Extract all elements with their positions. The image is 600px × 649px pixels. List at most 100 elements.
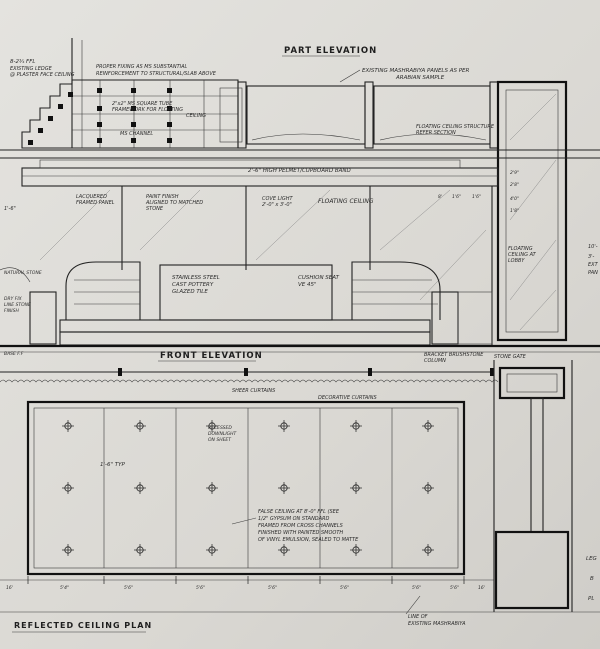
note-floating-ceiling: FLOATING CEILING: [318, 198, 374, 205]
note-line-of: LINE OF: [408, 614, 428, 620]
note-natural-stone-3: LINE STONE: [4, 302, 31, 308]
part-elevation-title: PART ELEVATION: [284, 46, 377, 56]
dim-d: 2'9": [510, 170, 519, 176]
front-elevation: 2'-6" HIGH PELMET/CUPBOARD BAND: [0, 159, 600, 364]
note-typ: 1'-6" TYP: [100, 462, 125, 468]
dim-f: 4'0": [510, 196, 519, 202]
note-bracket-column-2: COLUMN: [424, 358, 446, 364]
downlight-icon: [350, 482, 362, 494]
dimension-label: 5'6": [450, 585, 459, 591]
reflected-ceiling-plan: SHEER CURTAINS DECORATIVE CURTAINS 1'-6"…: [0, 360, 600, 633]
note-false-ceiling-5: OF VINYL EMULSION, SEALED TO MATTE: [258, 537, 359, 543]
note-ms-tube-3: CEILING: [186, 113, 206, 119]
downlight-icon: [422, 482, 434, 494]
note-ms-channel: MS CHANNEL: [120, 131, 153, 137]
dimension-label: 5'6": [124, 585, 133, 591]
part-elevation: PART ELEVATION: [0, 38, 600, 342]
note-decorative: DECORATIVE CURTAINS: [318, 395, 378, 401]
note-existing-ledge-2: @ PLASTER FACE CEILING: [10, 72, 75, 78]
downlight-icon: [422, 420, 434, 432]
note-floating-lobby-3: LOBBY: [508, 258, 525, 264]
front-elevation-title: FRONT ELEVATION: [160, 351, 263, 361]
dimension-label: 5'6": [412, 585, 421, 591]
downlight-icon: [62, 544, 74, 556]
note-natural-stone-4: FINISH: [4, 308, 19, 314]
dim-c: 1'6": [472, 194, 481, 200]
note-false-ceiling-3: FRAMED FROM CROSS CHANNELS: [258, 523, 344, 529]
note-lacquered-2: FRAMED PANEL: [76, 200, 115, 206]
note-cupboard-band: 2'-6" HIGH PELMET/CUPBOARD BAND: [248, 168, 351, 174]
note-refer-section: REFER SECTION: [416, 130, 456, 136]
note-false-ceiling-4: FINISHED WITH PAINTED SMOOTH: [258, 530, 343, 536]
downlight-icon: [350, 544, 362, 556]
downlight-icon: [134, 482, 146, 494]
dimension-label: 5'6": [268, 585, 277, 591]
note-sheer: SHEER CURTAINS: [232, 388, 276, 394]
note-stainless: STAINLESS STEEL: [172, 275, 220, 281]
downlight-icon: [62, 482, 74, 494]
note-downlight-3: ON SHEET: [208, 437, 232, 443]
note-right-2: B: [590, 576, 594, 582]
downlight-icon: [206, 544, 218, 556]
note-stainless-2: CAST POTTERY: [172, 282, 214, 288]
dim-g: 1'8": [510, 208, 519, 214]
note-false-ceiling: FALSE CEILING AT 8'-0" FFL (SEE: [258, 509, 340, 515]
downlight-icon: [350, 420, 362, 432]
note-cove-light: COVE LIGHT: [262, 196, 293, 202]
note-floating-lobby-2: CEILING AT: [508, 252, 537, 258]
downlight-icon: [134, 544, 146, 556]
note-line-of-2: EXISTING MASHRABIYA: [408, 621, 466, 627]
note-right-edge-4: PAN: [588, 270, 598, 276]
downlight-grid: [62, 420, 434, 556]
note-bracket-column: BRACKET BRUSHSTONE: [424, 352, 484, 358]
note-dim-top: 8-2¾ FFL: [10, 59, 35, 65]
downlight-icon: [278, 482, 290, 494]
note-lacquered: LACQUERED: [76, 194, 107, 200]
note-existing-mashrabiya-2: ARABIAN SAMPLE: [395, 75, 445, 81]
downlight-icon: [62, 420, 74, 432]
note-stainless-3: GLAZED TILE: [172, 289, 208, 295]
note-downlight-2: DOWNLIGHT: [208, 431, 238, 437]
note-ms-tube-2: FRAMEWORK FOR FLOATING: [112, 107, 183, 113]
note-paint: PAINT FINISH: [146, 194, 179, 200]
note-existing-ledge: EXISTING LEDGE: [10, 66, 53, 72]
sheer-curtain-line: [0, 379, 499, 383]
downlight-icon: [206, 420, 218, 432]
dimension-label: 5'4": [60, 585, 69, 591]
note-paint-3: STONE: [146, 206, 164, 212]
note-cushion: CUSHION SEAT: [298, 275, 340, 281]
rcp-title: REFLECTED CEILING PLAN: [14, 621, 152, 630]
note-paint-2: ALIGNED TO MATCHED: [145, 200, 203, 206]
note-base-fix: BASE F.F: [4, 351, 24, 357]
dim-left: 1'-6": [4, 206, 16, 212]
note-right-edge-2: 3'-: [588, 254, 595, 260]
note-proper-fixing: PROPER FIXING AS MS SUBSTANTIAL: [96, 64, 188, 70]
dimension-label: 16': [478, 585, 485, 591]
note-natural-stone-2: DRY FIX: [4, 296, 23, 302]
note-cove-light-2: 2'-0" x 3'-0": [262, 202, 292, 208]
dimension-label: 5'6": [196, 585, 205, 591]
downlight-icon: [206, 482, 218, 494]
downlight-icon: [278, 544, 290, 556]
dim-e: 2'8": [510, 182, 519, 188]
dim-a: 8': [438, 194, 442, 200]
dimension-label: 5'6": [340, 585, 349, 591]
note-ms-tube: 2"x2" MS SQUARE TUBE: [112, 101, 173, 107]
note-existing-mashrabiya: EXISTING MASHRABIYA PANELS AS PER: [362, 68, 470, 74]
note-right-3: PL: [588, 596, 594, 602]
downlight-icon: [422, 544, 434, 556]
note-downlight: RECESSED: [208, 425, 232, 431]
note-right-1: LEG: [586, 556, 597, 562]
note-floating-lobby: FLOATING: [508, 246, 533, 252]
downlight-icon: [278, 420, 290, 432]
note-stone-gate: STONE GATE: [494, 354, 527, 360]
dim-b: 1'6": [452, 194, 461, 200]
note-right-edge-3: EXT: [588, 262, 599, 268]
note-cushion-2: VE 45": [298, 282, 317, 288]
note-floating-ceiling-structure: FLOATING CEILING STRUCTURE: [416, 124, 495, 130]
note-false-ceiling-2: 1/2" GYPSUM ON STANDARD: [258, 516, 330, 522]
dimension-row: 16'5'4"5'6"5'6"5'6"5'6"5'6"5'6"16': [6, 576, 485, 591]
note-natural-stone: NATURAL STONE: [4, 270, 42, 276]
